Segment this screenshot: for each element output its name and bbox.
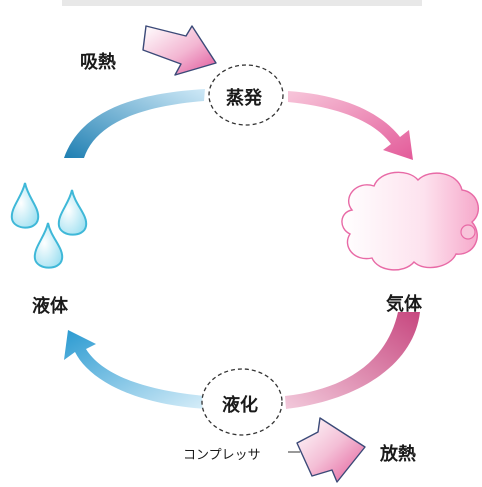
arc-gas-to-liquefaction [285, 312, 420, 409]
arrow-out-icon [296, 417, 366, 483]
evaporation-label: 蒸発 [226, 88, 262, 109]
cropped-top-text [0, 0, 482, 14]
liquefaction-label: 液化 [222, 395, 258, 416]
liquefaction-node [201, 368, 283, 436]
arc-liquid-to-evaporation [64, 89, 205, 158]
arrow-in-icon [142, 25, 217, 76]
arc-liquefaction-to-liquid [64, 330, 206, 409]
release-heat-label: 放熱 [380, 444, 416, 465]
cloud-icon [341, 171, 480, 271]
arc-evaporation-to-gas [288, 91, 413, 160]
water-droplets-icon [10, 182, 88, 269]
liquid-label: 液体 [32, 296, 68, 317]
gas-label: 気体 [386, 294, 422, 315]
absorb-heat-label: 吸熱 [80, 52, 116, 73]
compressor-label: コンプレッサ [183, 448, 261, 463]
evaporation-node [208, 64, 284, 126]
